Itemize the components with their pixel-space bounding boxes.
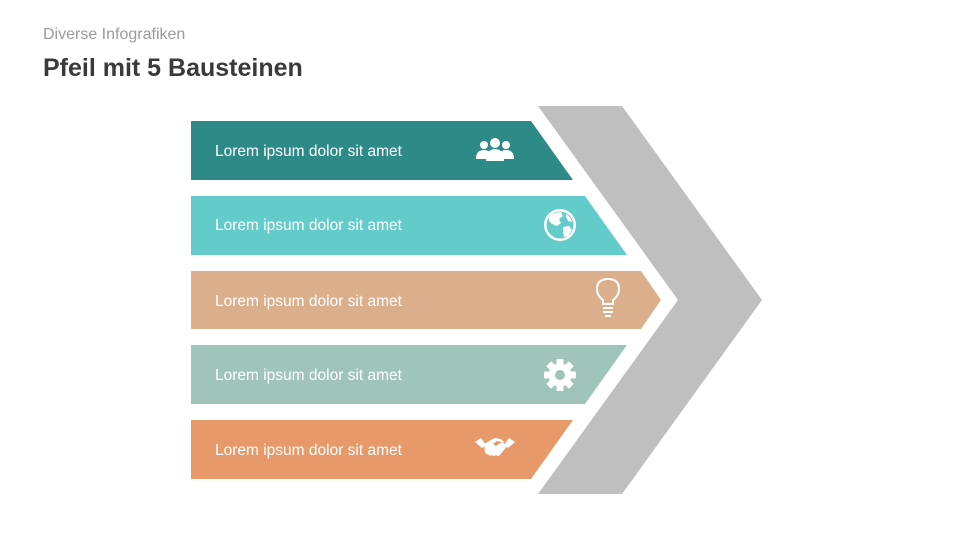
block-3-label: Lorem ipsum dolor sit amet [215, 293, 402, 310]
block-5-band [191, 420, 573, 479]
block-1-label: Lorem ipsum dolor sit amet [215, 143, 402, 160]
block-3-band [191, 271, 661, 329]
people-icon [476, 138, 514, 161]
gear-icon [544, 359, 576, 391]
block-2-band [191, 196, 627, 255]
chevron-arrow [538, 106, 762, 494]
lightbulb-icon [595, 277, 621, 317]
block-5-label: Lorem ipsum dolor sit amet [215, 442, 402, 459]
block-4-label: Lorem ipsum dolor sit amet [215, 367, 402, 384]
handshake-icon [475, 438, 515, 456]
block-4-band [191, 345, 627, 404]
block-2-label: Lorem ipsum dolor sit amet [215, 217, 402, 234]
block-1-band [191, 121, 573, 180]
globe-icon [544, 209, 576, 241]
page-subtitle: Diverse Infografiken [43, 26, 186, 43]
page-title: Pfeil mit 5 Bausteinen [43, 54, 303, 82]
